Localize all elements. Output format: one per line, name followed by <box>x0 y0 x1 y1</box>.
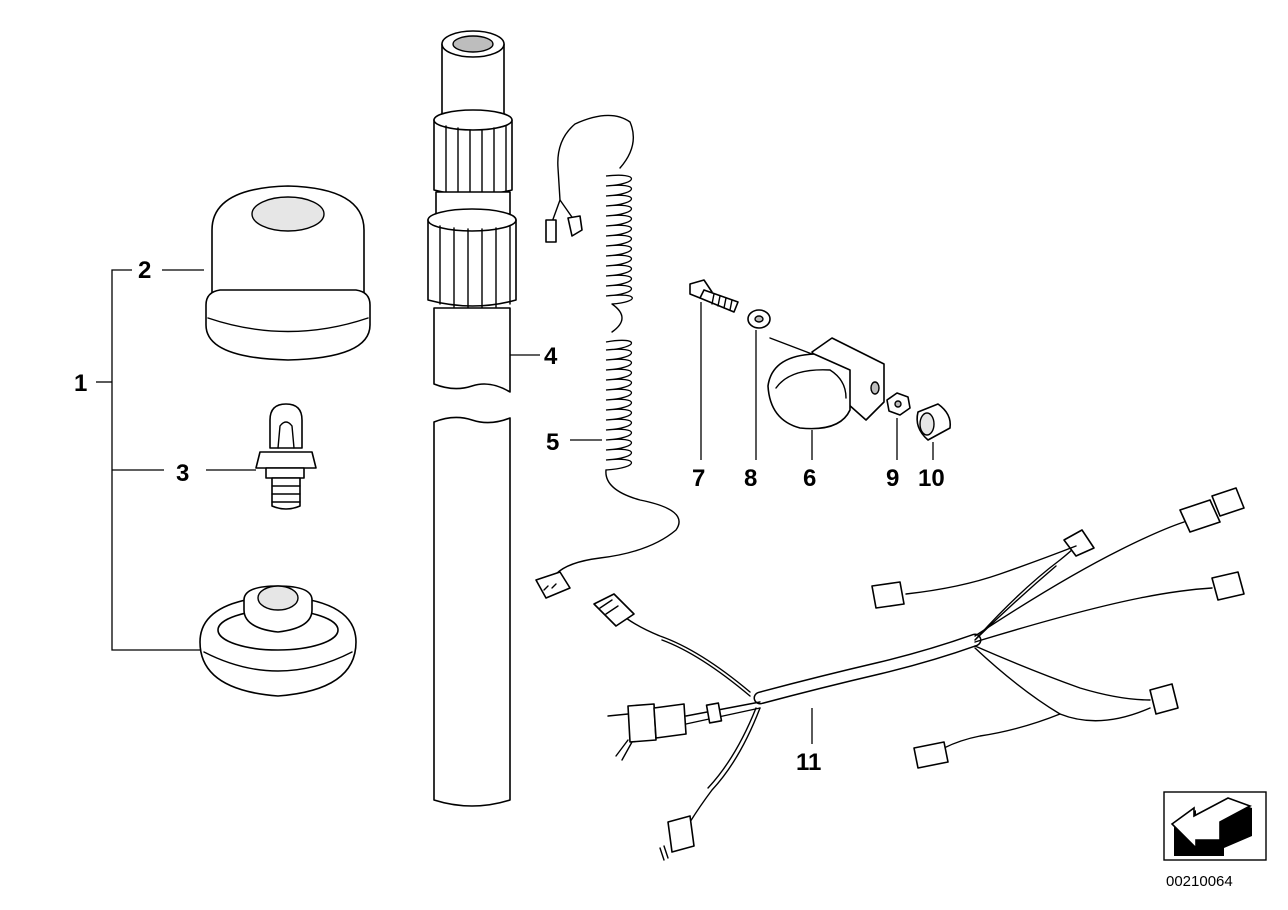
callout-6: 6 <box>803 465 816 492</box>
protective-cap[interactable] <box>916 403 952 441</box>
callout-2: 2 <box>138 257 151 284</box>
callout-11: 11 <box>796 749 821 776</box>
nut[interactable] <box>886 392 911 416</box>
callout-labels: 1 2 3 4 5 7 8 6 9 10 11 <box>74 257 945 776</box>
wiring-harness[interactable] <box>593 487 1245 861</box>
callout-4: 4 <box>544 343 558 370</box>
coiled-cable[interactable] <box>535 114 680 599</box>
diagram-reference-number: 00210064 <box>1166 873 1233 890</box>
callout-7: 7 <box>692 465 705 492</box>
leader-lines <box>96 269 934 744</box>
callout-8: 8 <box>744 465 757 492</box>
callout-5: 5 <box>546 429 559 456</box>
orientation-box: 00210064 <box>1163 791 1267 890</box>
callout-1: 1 <box>74 370 87 397</box>
callout-3: 3 <box>176 460 189 487</box>
bulb[interactable] <box>255 403 317 510</box>
callout-9: 9 <box>886 465 899 492</box>
lamp-base[interactable] <box>199 585 357 697</box>
bolt[interactable] <box>689 279 739 313</box>
callout-10: 10 <box>918 465 945 492</box>
mast-pole[interactable] <box>427 30 517 807</box>
washer[interactable] <box>747 309 771 329</box>
arrow-icon <box>1170 797 1252 856</box>
clamp-bracket[interactable] <box>767 337 885 430</box>
lamp-dome[interactable] <box>205 185 371 361</box>
